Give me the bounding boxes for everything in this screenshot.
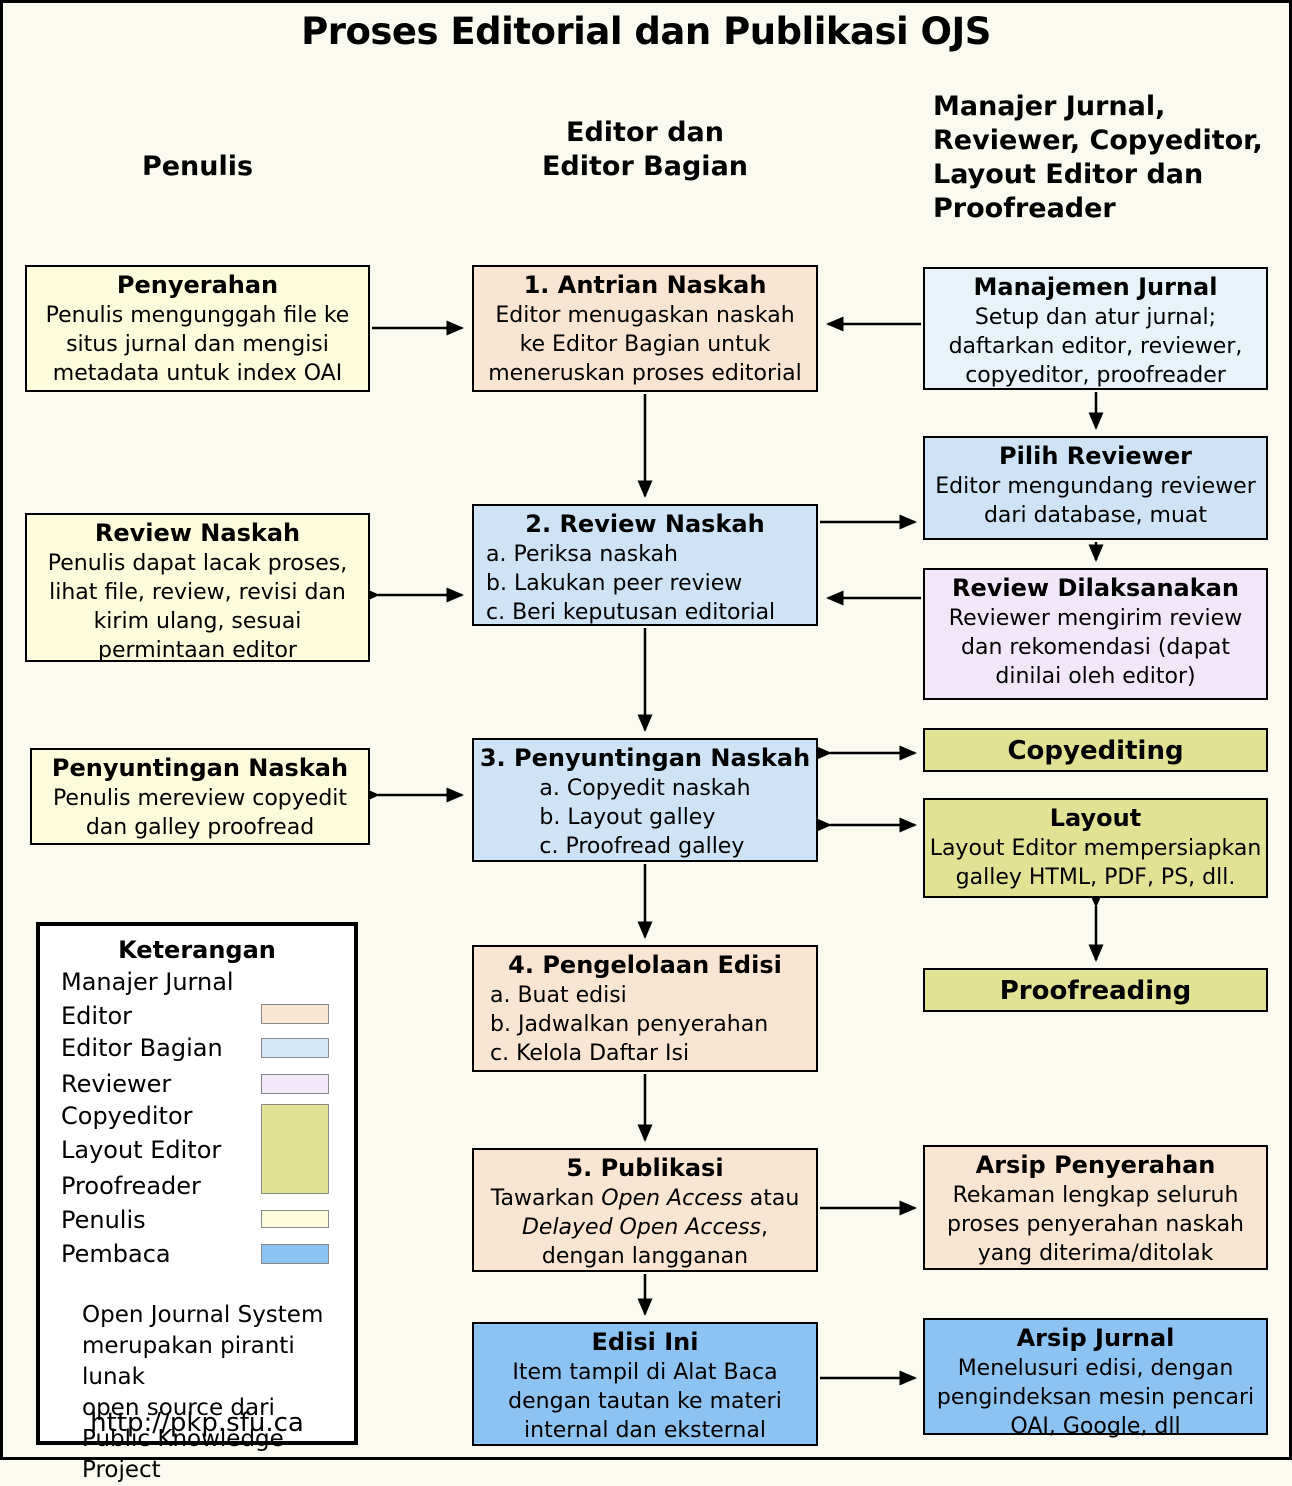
publikasi-italic-open-access: Open Access (601, 1186, 743, 1211)
publikasi-text-2: atau (749, 1186, 800, 1211)
box-review-naskah-title: 2. Review Naskah (525, 510, 765, 538)
legend-label-layout-editor: Layout Editor (61, 1136, 222, 1164)
box-penyuntingan-penulis: Penyuntingan Naskah Penulis mereview cop… (30, 748, 370, 845)
legend-label-penulis: Penulis (61, 1206, 146, 1234)
column-header-editor: Editor dan Editor Bagian (541, 117, 749, 182)
box-review-naskah-penulis: Review Naskah Penulis dapat lacak proses… (25, 513, 370, 663)
legend-label-manajer-jurnal: Manajer Jurnal (61, 968, 234, 996)
box-penyerahan: Penyerahan Penulis mengunggah file ke si… (25, 265, 370, 392)
publikasi-text-1: Tawarkan (490, 1186, 602, 1211)
box-manajemen-jurnal: Manajemen Jurnal Setup dan atur jurnal; … (923, 267, 1268, 390)
box-pilih-reviewer: Pilih Reviewer Editor mengundang reviewe… (923, 436, 1268, 540)
legend-label-copyeditor: Copyeditor (61, 1102, 193, 1130)
box-arsip-jurnal: Arsip Jurnal Menelusuri edisi, dengan pe… (923, 1318, 1268, 1439)
box-publikasi-body: Tawarkan Open Access atau Delayed Open A… (474, 1184, 816, 1271)
box-penyerahan-body: Penulis mengunggah file ke situs jurnal … (45, 303, 350, 386)
legend-label-reviewer: Reviewer (61, 1070, 172, 1098)
publikasi-italic-delayed: Delayed Open Access (521, 1215, 762, 1240)
box-edisi-ini: Edisi Ini Item tampil di Alat Baca denga… (472, 1322, 818, 1446)
page-title: Proses Editorial dan Publikasi OJS (301, 10, 991, 53)
box-proofreading: Proofreading (923, 968, 1268, 1012)
box-penyuntingan-penulis-title: Penyuntingan Naskah (51, 754, 349, 782)
legend-swatch-penulis (261, 1210, 329, 1228)
legend-swatch-copy-layout-proof (261, 1104, 329, 1194)
box-penyuntingan-naskah: 3. Penyuntingan Naskah a. Copyedit naska… (472, 738, 818, 862)
legend-label-pembaca: Pembaca (61, 1240, 171, 1268)
box-pengelolaan-steps: a. Buat edisi b. Jadwalkan penyerahan c.… (490, 983, 769, 1066)
box-arsip-jurnal-title: Arsip Jurnal (1016, 1324, 1175, 1352)
legend-label-proofreader: Proofreader (61, 1172, 201, 1200)
publikasi-text-3: , dengan langganan (541, 1215, 769, 1269)
legend-label-editor-bagian: Editor Bagian (61, 1034, 223, 1062)
box-penyuntingan-title: 3. Penyuntingan Naskah (479, 744, 811, 772)
box-penyerahan-title: Penyerahan (116, 271, 279, 299)
box-review-dilaksanakan: Review Dilaksanakan Reviewer mengirim re… (923, 568, 1268, 700)
legend-swatch-editor-bagian (261, 1038, 329, 1058)
box-antrian-naskah: 1. Antrian Naskah Editor menugaskan nask… (472, 265, 818, 392)
box-arsip-penyerahan: Arsip Penyerahan Rekaman lengkap seluruh… (923, 1145, 1268, 1270)
box-penyuntingan-steps: a. Copyedit naskah b. Layout galley c. P… (539, 776, 751, 859)
box-edisi-ini-title: Edisi Ini (591, 1328, 699, 1356)
legend-swatch-editor (261, 1004, 329, 1024)
box-penyuntingan-penulis-body: Penulis mereview copyedit dan galley pro… (52, 786, 348, 840)
box-manajemen-title: Manajemen Jurnal (973, 273, 1218, 301)
box-antrian-title: 1. Antrian Naskah (523, 271, 767, 299)
legend-footer-text: Open Journal System merupakan piranti lu… (82, 1302, 324, 1483)
box-antrian-body: Editor menugaskan naskah ke Editor Bagia… (488, 303, 802, 386)
box-edisi-ini-body: Item tampil di Alat Baca dengan tautan k… (508, 1360, 782, 1443)
box-layout-title: Layout (1049, 804, 1142, 832)
box-proofreading-title: Proofreading (999, 976, 1192, 1006)
box-layout-body: Layout Editor mempersiapkan galley HTML,… (929, 836, 1262, 890)
box-review-dilaksanakan-body: Reviewer mengirim review dan rekomendasi… (948, 606, 1243, 689)
box-review-naskah-penulis-title: Review Naskah (94, 519, 301, 547)
legend: Keterangan Manajer Jurnal Editor Editor … (36, 922, 358, 1483)
legend-swatch-pembaca (261, 1244, 329, 1264)
column-header-other-roles: Manajer Jurnal, Reviewer, Copyeditor, La… (933, 91, 1263, 224)
box-arsip-penyerahan-body: Rekaman lengkap seluruh proses penyeraha… (947, 1183, 1244, 1266)
legend-label-editor: Editor (61, 1002, 133, 1030)
box-copyediting-title: Copyediting (1007, 736, 1184, 766)
box-pilih-reviewer-body: Editor mengundang reviewer dari database… (935, 474, 1256, 528)
box-arsip-penyerahan-title: Arsip Penyerahan (975, 1151, 1216, 1179)
box-review-naskah-steps: a. Periksa naskah b. Lakukan peer review… (486, 542, 776, 625)
column-header-penulis: Penulis (141, 151, 254, 182)
box-copyediting: Copyediting (923, 728, 1268, 772)
box-pengelolaan-edisi: 4. Pengelolaan Edisi a. Buat edisi b. Ja… (472, 945, 818, 1072)
legend-url: http://pkp.sfu.ca (90, 1408, 304, 1438)
box-publikasi-title: 5. Publikasi (566, 1154, 724, 1182)
box-pilih-reviewer-title: Pilih Reviewer (999, 442, 1192, 470)
box-arsip-jurnal-body: Menelusuri edisi, dengan pengindeksan me… (936, 1356, 1255, 1439)
box-pengelolaan-title: 4. Pengelolaan Edisi (508, 951, 782, 979)
box-layout: Layout Layout Editor mempersiapkan galle… (923, 798, 1268, 898)
legend-title: Keterangan (118, 936, 276, 964)
legend-swatch-reviewer (261, 1074, 329, 1094)
box-manajemen-body: Setup dan atur jurnal; daftarkan editor,… (948, 305, 1243, 388)
box-review-naskah-penulis-body: Penulis dapat lacak proses, lihat file, … (47, 551, 348, 663)
box-review-naskah: 2. Review Naskah a. Periksa naskah b. La… (472, 504, 818, 626)
box-review-dilaksanakan-title: Review Dilaksanakan (952, 574, 1239, 602)
box-publikasi: 5. Publikasi Tawarkan Open Access atau D… (472, 1148, 818, 1272)
